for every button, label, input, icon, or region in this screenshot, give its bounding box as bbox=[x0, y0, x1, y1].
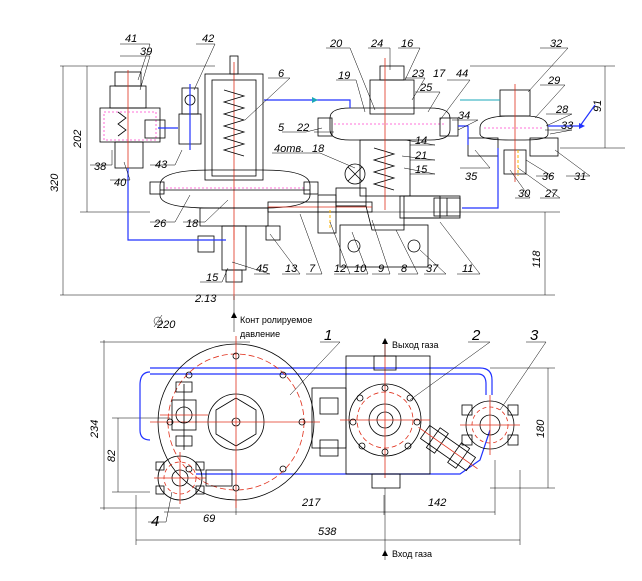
callout-37: 37 bbox=[426, 263, 439, 275]
dim-91: 91 bbox=[592, 100, 604, 112]
callout-41: 41 bbox=[125, 33, 137, 45]
plan-label-3: 3 bbox=[530, 327, 539, 344]
callout-28: 28 bbox=[555, 104, 569, 116]
callout-40: 40 bbox=[114, 177, 127, 189]
callout-19: 19 bbox=[338, 70, 350, 82]
dim-202: 202 bbox=[72, 130, 84, 149]
bolt-holes-pilot bbox=[349, 384, 421, 456]
diagonal-valve bbox=[418, 424, 478, 472]
callout-42: 42 bbox=[202, 33, 214, 45]
callout-12: 12 bbox=[334, 263, 346, 275]
callout-6: 6 bbox=[278, 68, 285, 80]
callout-18-lower: 18 bbox=[186, 218, 199, 230]
plan-label-4: 4 bbox=[151, 513, 159, 530]
dim-234: 234 bbox=[89, 420, 101, 439]
dim-217: 217 bbox=[301, 497, 321, 509]
dim-220: 220 bbox=[156, 319, 176, 331]
callout-22: 22 bbox=[296, 122, 309, 134]
callout-20: 20 bbox=[329, 38, 343, 50]
callout-4otv: 4отв. bbox=[274, 143, 304, 155]
section-view bbox=[60, 43, 625, 300]
callout-16: 16 bbox=[401, 38, 414, 50]
bolt-holes-main bbox=[166, 352, 306, 492]
plan-label-2: 2 bbox=[471, 327, 481, 344]
controlled-pressure-label-1: Конт ролируемое bbox=[240, 315, 312, 325]
callout-43: 43 bbox=[155, 159, 168, 171]
callout-21: 21 bbox=[414, 150, 427, 162]
callout-36: 36 bbox=[542, 171, 555, 183]
callout-24: 24 bbox=[370, 38, 383, 50]
callout-10: 10 bbox=[354, 263, 367, 275]
dim-69: 69 bbox=[203, 513, 215, 525]
callout-27: 27 bbox=[544, 188, 558, 200]
dim-118: 118 bbox=[531, 250, 543, 268]
plan-view bbox=[100, 336, 555, 560]
plan-label-1: 1 bbox=[324, 327, 332, 344]
callout-17: 17 bbox=[433, 68, 446, 80]
dim-142: 142 bbox=[428, 497, 446, 509]
callout-44: 44 bbox=[456, 68, 468, 80]
callout-8: 8 bbox=[401, 263, 408, 275]
callout-35: 35 bbox=[465, 171, 478, 183]
callout-29: 29 bbox=[547, 75, 560, 87]
dim-180: 180 bbox=[535, 419, 547, 438]
gas-outlet-label: Выход газа bbox=[392, 340, 439, 350]
callout-34: 34 bbox=[458, 110, 470, 122]
callout-25: 25 bbox=[419, 82, 433, 94]
section-callouts: 41 39 42 6 20 24 16 32 19 23 17 25 44 29… bbox=[94, 33, 586, 305]
gas-inlet-label: Вход газа bbox=[392, 549, 432, 559]
callout-9: 9 bbox=[378, 263, 384, 275]
callout-31: 31 bbox=[574, 171, 586, 183]
dim-320: 320 bbox=[49, 173, 61, 192]
callout-14: 14 bbox=[415, 135, 427, 147]
dim-538: 538 bbox=[318, 526, 337, 538]
callout-15-lower: 15 bbox=[206, 272, 219, 284]
callout-38: 38 bbox=[94, 161, 107, 173]
callout-26: 26 bbox=[153, 218, 167, 230]
callout-18-top: 18 bbox=[312, 143, 325, 155]
callout-45: 45 bbox=[256, 263, 269, 275]
callout-213: 2.13 bbox=[194, 293, 217, 305]
callout-15: 15 bbox=[415, 164, 428, 176]
callout-23: 23 bbox=[411, 68, 425, 80]
callout-33: 33 bbox=[561, 120, 574, 132]
callout-30: 30 bbox=[518, 188, 531, 200]
callout-5: 5 bbox=[278, 122, 285, 134]
callout-7: 7 bbox=[309, 263, 316, 275]
callout-32: 32 bbox=[550, 38, 562, 50]
callout-39: 39 bbox=[140, 46, 152, 58]
callout-11: 11 bbox=[462, 263, 473, 275]
callout-13: 13 bbox=[285, 263, 298, 275]
controlled-pressure-label-2: давление bbox=[240, 329, 280, 339]
dim-82: 82 bbox=[106, 450, 118, 462]
